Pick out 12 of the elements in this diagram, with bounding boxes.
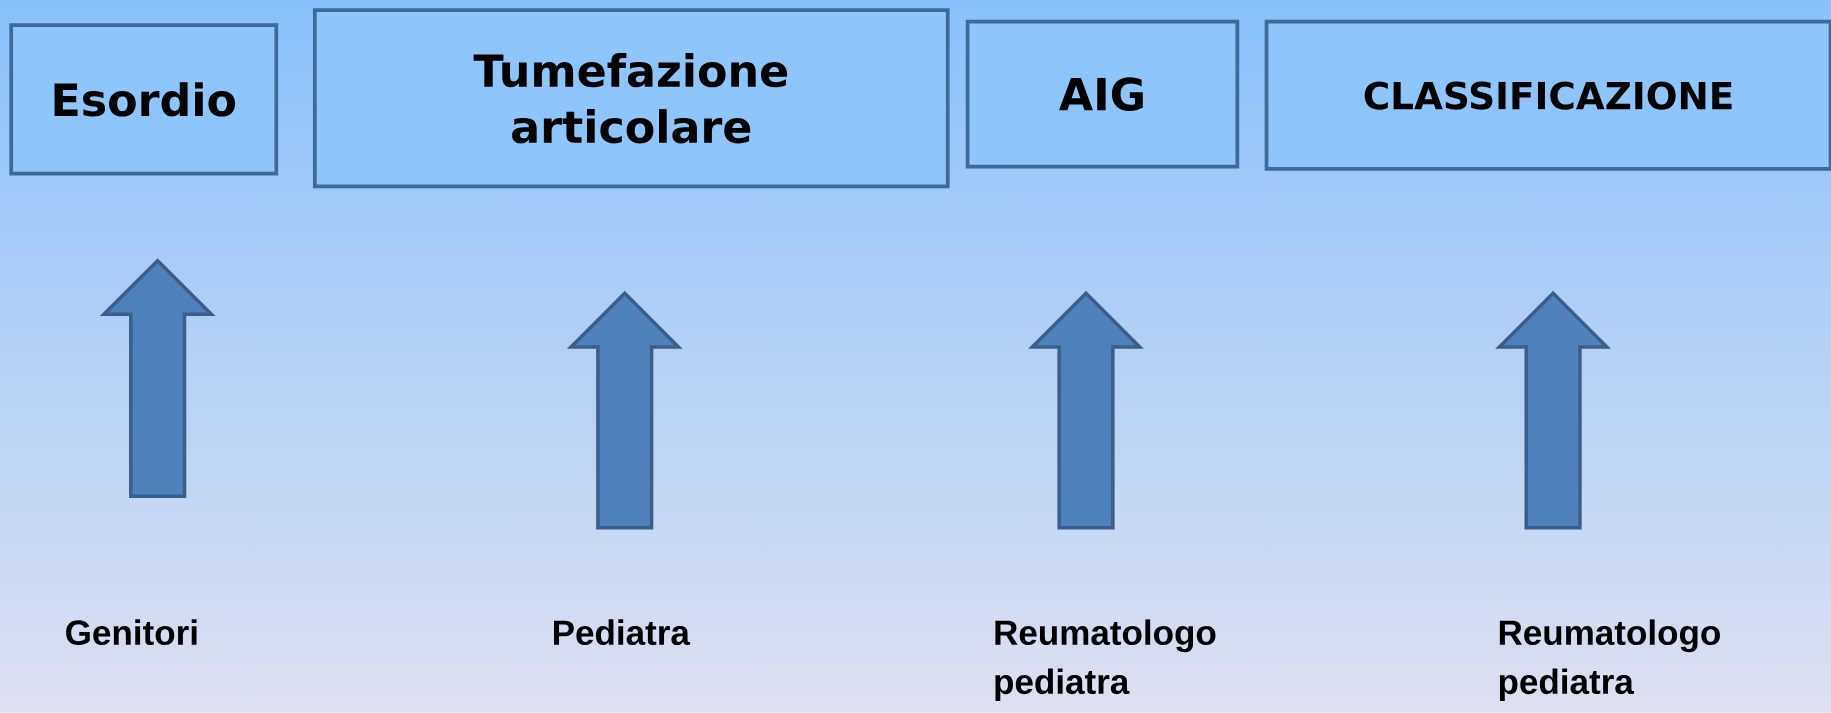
title-box: CLASSIFICAZIONE [1264, 19, 1831, 171]
role-label: Pediatra [554, 619, 691, 645]
role-label: Reumatologo pediatra [1499, 619, 1720, 701]
block-arrow [1495, 290, 1612, 530]
block-arrow [566, 290, 683, 530]
block-arrow [99, 257, 216, 498]
block-arrow [1028, 290, 1144, 530]
title-box: AIG [965, 19, 1240, 169]
title-box: Tumefazione articolare [312, 7, 950, 188]
role-label: Genitori [66, 619, 197, 645]
role-label: Reumatologo pediatra [995, 619, 1216, 701]
title-box: Esordio [9, 23, 279, 176]
